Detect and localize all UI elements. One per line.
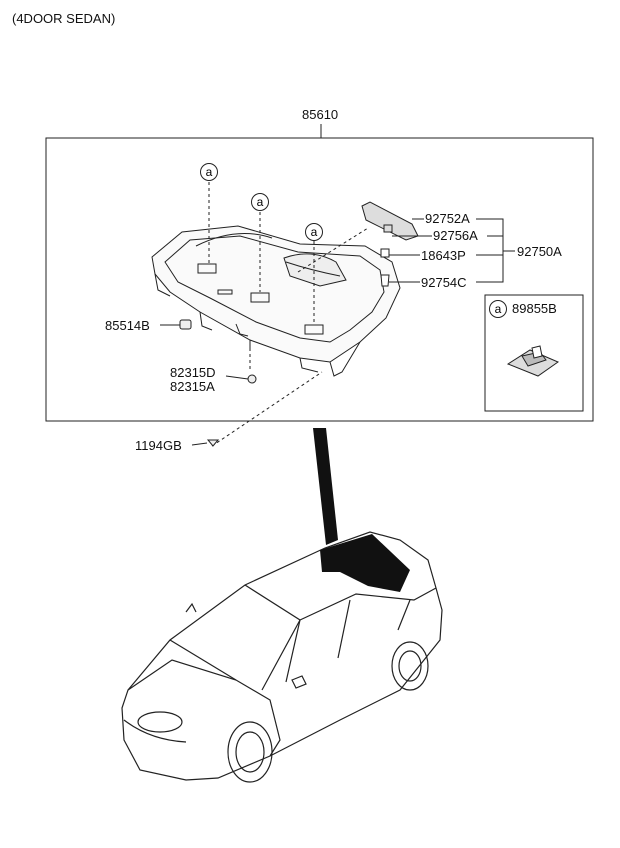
inset-frame bbox=[484, 294, 584, 412]
part-label-89855B: 89855B bbox=[512, 301, 557, 316]
callout-a-2: a bbox=[251, 193, 269, 211]
package-tray bbox=[151, 225, 401, 377]
callout-a-inset: a bbox=[489, 300, 507, 318]
callout-a-1: a bbox=[200, 163, 218, 181]
part-label-1194GB: 1194GB bbox=[135, 438, 182, 453]
assembly-frame bbox=[45, 137, 594, 422]
clip-drawing bbox=[506, 345, 560, 377]
part-label-92750A: 92750A bbox=[517, 244, 562, 259]
part-label-92754C: 92754C bbox=[421, 275, 467, 290]
callout-a-3: a bbox=[305, 223, 323, 241]
part-label-85514B: 85514B bbox=[105, 318, 150, 333]
lamp-leaders bbox=[389, 218, 515, 283]
highlighted-tray-area bbox=[320, 534, 410, 592]
callout-leaders bbox=[208, 182, 369, 447]
part-label-18643P: 18643P bbox=[421, 248, 466, 263]
car-drawing bbox=[121, 531, 443, 783]
part-label-82315A: 82315A bbox=[170, 379, 215, 394]
small-parts bbox=[160, 319, 257, 447]
part-label-82315D: 82315D bbox=[170, 365, 216, 380]
part-label-92752A: 92752A bbox=[425, 211, 470, 226]
page-title: (4DOOR SEDAN) bbox=[12, 11, 116, 26]
pointer-strip bbox=[313, 428, 338, 545]
part-label-92756A: 92756A bbox=[433, 228, 478, 243]
part-label-85610: 85610 bbox=[302, 107, 339, 122]
